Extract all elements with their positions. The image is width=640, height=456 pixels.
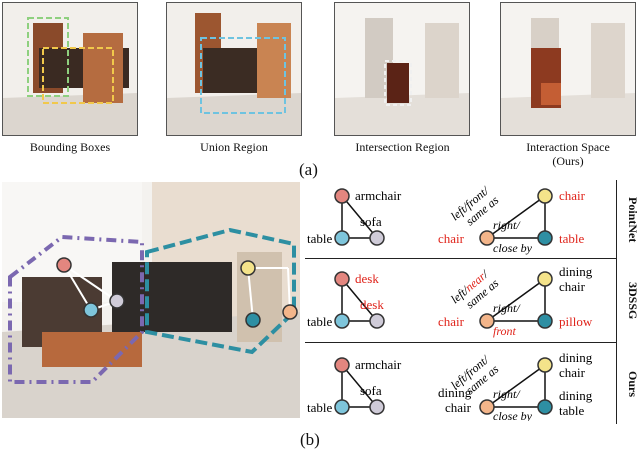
node-dining-chair-right bbox=[537, 357, 553, 373]
caption-interaction-space-line2: (Ours) bbox=[552, 154, 584, 168]
label-dining-top: dining bbox=[559, 350, 593, 365]
scene-render-interaction bbox=[501, 3, 635, 135]
thumb-interaction-space bbox=[500, 2, 636, 136]
caption-interaction-space: Interaction Space (Ours) bbox=[496, 140, 640, 168]
label-desk-top: desk bbox=[355, 271, 379, 286]
node-dining-chair-left bbox=[479, 399, 495, 415]
label-table-bottom: table bbox=[559, 403, 584, 418]
label-table-right: table bbox=[559, 231, 584, 246]
label-desk-right: desk bbox=[360, 297, 384, 312]
label-table: table bbox=[307, 314, 332, 329]
label-dining-left: dining bbox=[438, 385, 472, 400]
label-dining-bottom: dining bbox=[559, 388, 593, 403]
node-armchair bbox=[334, 357, 350, 373]
panel-a-label: (a) bbox=[299, 160, 318, 179]
label-sofa: sofa bbox=[360, 214, 382, 229]
method-label-ours: Ours bbox=[626, 370, 640, 397]
node-chair-top bbox=[537, 188, 553, 204]
scene-node-chair bbox=[282, 304, 298, 320]
node-chair-left bbox=[479, 230, 495, 246]
caption-union-region: Union Region bbox=[200, 140, 268, 154]
node-table bbox=[334, 230, 350, 246]
node-dining-table bbox=[537, 399, 553, 415]
scene-node-dining-table bbox=[245, 312, 261, 328]
label-table: table bbox=[307, 400, 332, 415]
edge-label-bottom2: close by bbox=[493, 241, 533, 255]
label-chair-top: chair bbox=[559, 365, 586, 380]
graph-row-ours: armchair sofa table dining chair dining … bbox=[307, 350, 593, 421]
label-chair-left: chair bbox=[445, 400, 472, 415]
label-chair-left: chair bbox=[438, 314, 465, 329]
row-separator-2 bbox=[305, 342, 617, 343]
method-label-3dssg: 3DSSG bbox=[626, 282, 640, 320]
scene-render-union bbox=[167, 3, 301, 135]
label-armchair: armchair bbox=[355, 357, 402, 372]
node-pillow bbox=[537, 313, 553, 329]
edge-label-bottom2: close by bbox=[493, 409, 533, 421]
scene-graphs: armchair sofa table chair chair table le… bbox=[307, 183, 593, 421]
scene-node-sofa bbox=[109, 293, 125, 309]
scene-render-intersection bbox=[335, 3, 469, 135]
node-armchair bbox=[334, 188, 350, 204]
node-dining-chair bbox=[537, 271, 553, 287]
scene-render-bbox bbox=[3, 3, 137, 135]
method-column-divider bbox=[616, 180, 617, 424]
scene-node-armchair bbox=[56, 257, 72, 273]
label-dining: dining bbox=[559, 264, 593, 279]
edge-label-bottom: right/ bbox=[493, 387, 521, 401]
node-chair-left bbox=[479, 313, 495, 329]
label-chair-left: chair bbox=[438, 231, 465, 246]
edge-label-bottom2: front bbox=[493, 324, 517, 338]
label-table: table bbox=[307, 231, 332, 246]
caption-bounding-boxes: Bounding Boxes bbox=[29, 140, 111, 154]
node-sofa bbox=[369, 399, 385, 415]
thumb-union-region bbox=[166, 2, 302, 136]
edge-label-bottom: right/ bbox=[493, 301, 521, 315]
edge-label-bottom: right/ bbox=[493, 218, 521, 232]
node-sofa bbox=[369, 230, 385, 246]
label-armchair: armchair bbox=[355, 188, 402, 203]
graph-row-3dssg: desk desk table chair dining chair pillo… bbox=[307, 264, 593, 338]
node-desk-top bbox=[334, 271, 350, 287]
scene-node-table bbox=[83, 302, 99, 318]
scene-node-dining-chair bbox=[240, 260, 256, 276]
node-table bbox=[334, 313, 350, 329]
row-separator-1 bbox=[305, 258, 617, 259]
method-label-pointnet: PointNet bbox=[626, 197, 640, 243]
caption-interaction-space-line1: Interaction Space bbox=[526, 140, 610, 154]
panel-b-label: (b) bbox=[300, 430, 320, 449]
node-table-right bbox=[537, 230, 553, 246]
caption-intersection-region: Intersection Region bbox=[355, 140, 450, 154]
label-chair-top: chair bbox=[559, 188, 586, 203]
scene-graph-overlay bbox=[2, 182, 300, 418]
label-sofa: sofa bbox=[360, 383, 382, 398]
label-chair: chair bbox=[559, 279, 586, 294]
scene-render-main bbox=[2, 182, 300, 418]
node-desk-right bbox=[369, 313, 385, 329]
graph-row-pointnet: armchair sofa table chair chair table le… bbox=[307, 183, 586, 255]
label-pillow: pillow bbox=[559, 314, 593, 329]
node-table bbox=[334, 399, 350, 415]
thumb-bounding-boxes bbox=[2, 2, 138, 136]
thumb-intersection-region bbox=[334, 2, 470, 136]
